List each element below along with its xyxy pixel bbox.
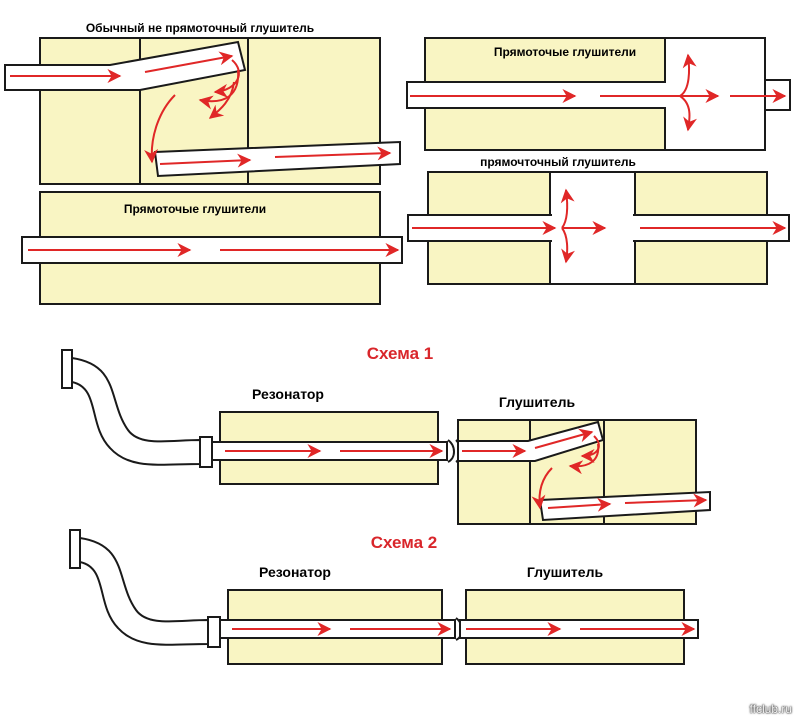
scheme2-resonator-label: Резонатор bbox=[259, 564, 331, 580]
flow-arrow bbox=[208, 81, 235, 119]
scheme2-muffler-label: Глушитель bbox=[527, 564, 604, 580]
flange bbox=[61, 349, 73, 389]
flow-arrow bbox=[531, 467, 553, 510]
straight-muffler-label: Прямоточые глушители bbox=[124, 202, 266, 216]
flow-arrow bbox=[679, 53, 697, 97]
scheme-2: Схема 2 Резонатор Глушитель bbox=[69, 529, 699, 665]
flow-arrow bbox=[534, 428, 594, 449]
flow-arrow bbox=[159, 153, 252, 168]
pipe-joint bbox=[207, 616, 221, 648]
flow-arrow bbox=[561, 227, 575, 264]
muffler-outlet-pipe bbox=[538, 490, 711, 522]
resonator-pipe bbox=[211, 441, 448, 461]
flange bbox=[69, 529, 81, 569]
scheme-1: Схема 1 Резонатор Глушитель bbox=[61, 344, 711, 525]
straight-muffler-mid-right: прямочточный глушитель bbox=[407, 155, 790, 285]
scheme1-title: Схема 1 bbox=[367, 344, 434, 363]
watermark: ffclub.ru bbox=[749, 702, 792, 716]
conventional-muffler-diagram: Обычный не прямоточный глушитель bbox=[4, 21, 401, 185]
exhaust-pipe bbox=[71, 356, 201, 466]
pipe-joint bbox=[199, 436, 213, 468]
expansion-chamber bbox=[664, 37, 766, 151]
flow-arrow bbox=[560, 188, 575, 229]
flow-arrow bbox=[144, 94, 176, 164]
flow-arrow bbox=[547, 497, 612, 512]
flow-arrow bbox=[568, 443, 600, 475]
scheme1-muffler-label: Глушитель bbox=[499, 394, 576, 410]
flow-arrow bbox=[144, 51, 234, 73]
scheme2-title: Схема 2 bbox=[371, 533, 438, 552]
exhaust-pipe bbox=[79, 536, 209, 646]
straight-muffler-label: прямочточный глушитель bbox=[480, 155, 636, 169]
conventional-muffler-label: Обычный не прямоточный глушитель bbox=[86, 21, 314, 35]
muffler-pipe bbox=[459, 619, 699, 639]
outlet-pipe bbox=[153, 140, 401, 178]
scheme1-resonator-label: Резонатор bbox=[252, 386, 324, 402]
inlet-pipe bbox=[4, 40, 247, 91]
resonator-pipe bbox=[219, 619, 456, 639]
flow-arrow bbox=[679, 95, 697, 132]
flow-arrow bbox=[624, 493, 708, 508]
straight-muffler-label: Прямоточые глушители bbox=[494, 45, 636, 59]
straight-muffler-mid-left: Прямоточые глушители bbox=[21, 191, 403, 305]
straight-muffler-top-right: Прямоточые глушители bbox=[406, 37, 791, 151]
flow-arrow bbox=[274, 146, 392, 161]
